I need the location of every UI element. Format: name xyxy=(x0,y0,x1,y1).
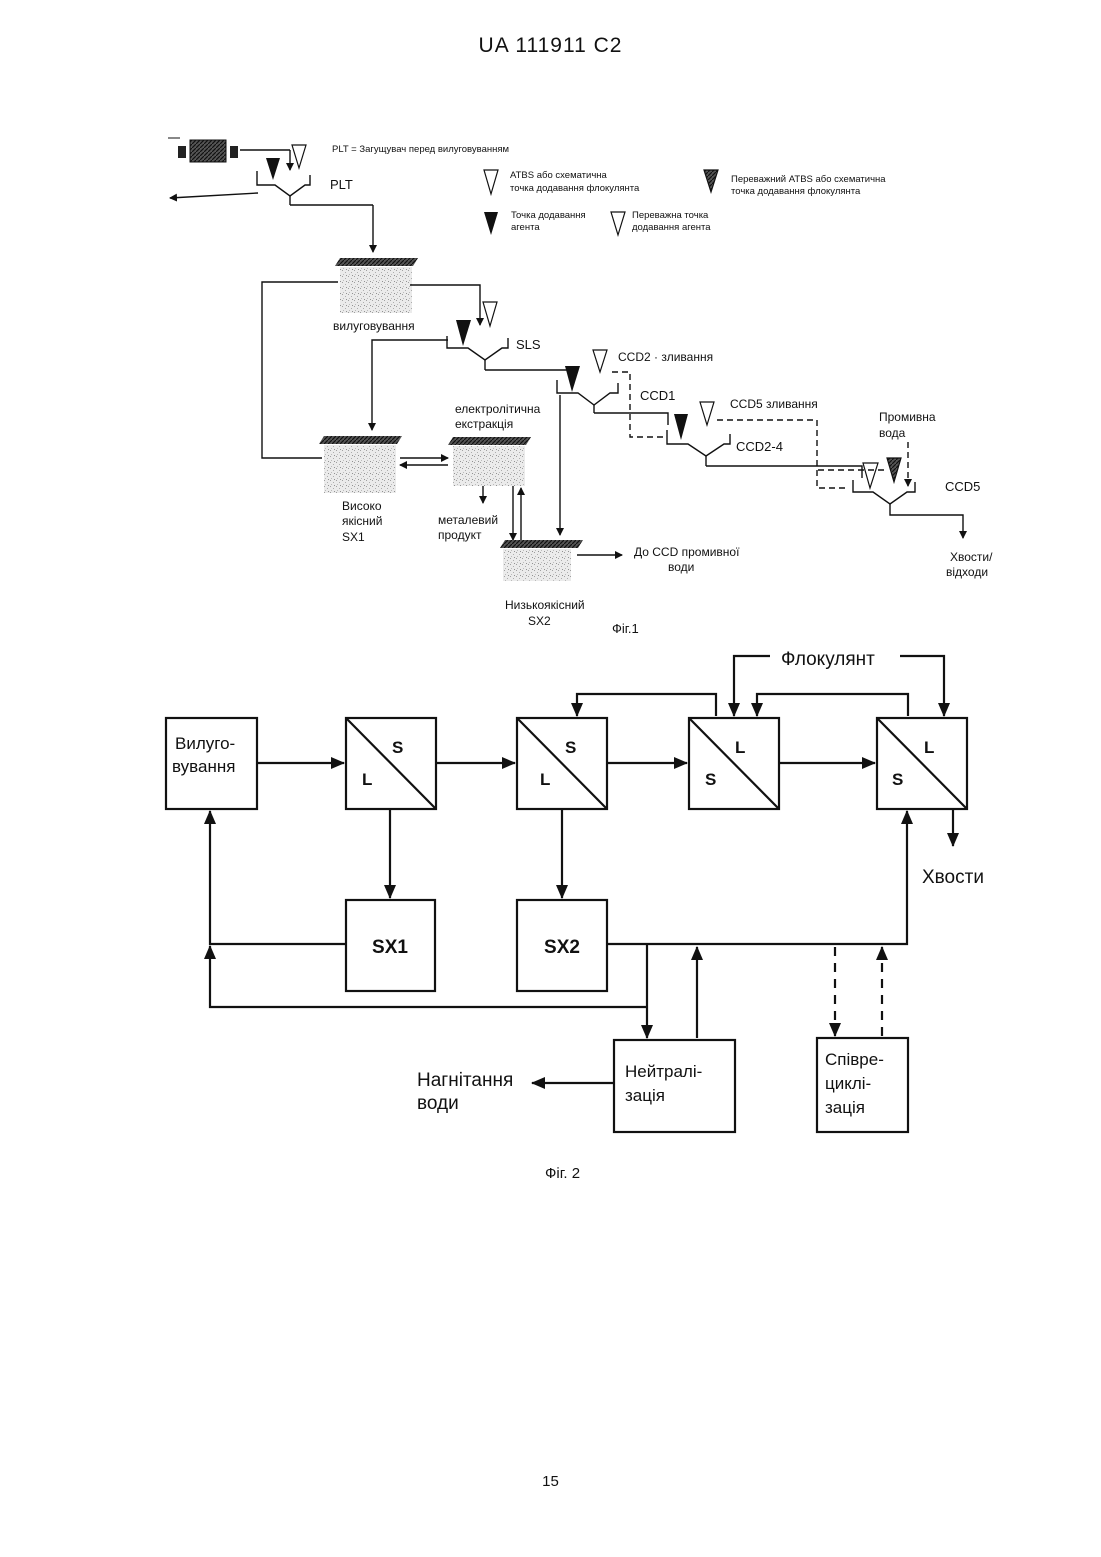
electrowinning-label-1: електролітична xyxy=(455,402,541,416)
ccd2-pour-label: CCD2 · зливання xyxy=(618,350,713,364)
separator-1-l: L xyxy=(362,770,372,789)
legend-agent-2: агента xyxy=(511,222,540,233)
separator-2-s: S xyxy=(565,738,576,757)
leach-box-label-2: вування xyxy=(172,757,235,776)
separator-4-s: S xyxy=(892,770,903,789)
legend-pref-agent-2: додавання агента xyxy=(632,222,711,233)
tails-label: Хвости xyxy=(922,867,984,888)
legend-preferred-flocculant-icon xyxy=(704,170,718,192)
wash-water-label-2: вода xyxy=(879,426,906,440)
legend-plt-def: PLT = Загущувач перед вилуговуванням xyxy=(332,144,509,155)
neutralization-label-1: Нейтралі- xyxy=(625,1062,702,1081)
tails-label-1: Хвости/ xyxy=(950,550,993,564)
ccd24-label: CCD2-4 xyxy=(736,439,783,454)
sx2-label-2: SX2 xyxy=(528,614,551,628)
separator-1-s: S xyxy=(392,738,403,757)
legend-pref-agent-1: Переважна точка xyxy=(632,210,709,221)
flocculant-point-icon xyxy=(292,145,306,168)
figure-1-caption: Фіг.1 xyxy=(612,621,639,636)
ccd1-label: CCD1 xyxy=(640,388,675,403)
legend: PLT = Загущувач перед вилуговуванням ATB… xyxy=(332,144,886,235)
ccd1-thickener xyxy=(557,350,668,535)
legend-flocculant-icon xyxy=(484,170,498,194)
separator-3-s: S xyxy=(705,770,716,789)
flocculant-point-icon xyxy=(700,402,714,425)
corecycle-label-1: Співре- xyxy=(825,1050,884,1069)
sx1-label-2: якісний xyxy=(342,514,382,528)
separator-4-l: L xyxy=(924,738,934,757)
separator-4: L S xyxy=(877,718,967,809)
leach-box-label-1: Вилуго- xyxy=(175,734,235,753)
metal-product-label-1: металевий xyxy=(438,513,498,527)
ccd5-label: CCD5 xyxy=(945,479,980,494)
corecycle-label-3: зація xyxy=(825,1098,865,1117)
separator-2: S L xyxy=(517,718,607,809)
water-injection-label-2: води xyxy=(417,1093,459,1114)
electrowinning-label-2: екстракція xyxy=(455,417,513,431)
flocculant-point-icon xyxy=(863,463,878,488)
separator-1: S L xyxy=(346,718,436,809)
legend-pref-atbs-1: Переважний ATBS або схематична xyxy=(731,174,886,185)
plt-label: PLT xyxy=(330,177,353,192)
water-injection-label-1: Нагнітання xyxy=(417,1070,513,1091)
metal-product-label-2: продукт xyxy=(438,528,482,542)
leach-label: вилуговування xyxy=(333,319,415,333)
legend-agent-icon xyxy=(484,212,498,235)
sx2-box-label: SX2 xyxy=(544,937,580,958)
separator-3: L S xyxy=(689,718,779,809)
ccd5-thickener xyxy=(816,442,963,538)
sx1-label-3: SX1 xyxy=(342,530,365,544)
flocculant-point-icon xyxy=(483,302,497,326)
preferred-flocculant-point-icon xyxy=(887,458,901,482)
legend-atbs-2: точка додавання флокулянта xyxy=(510,183,640,194)
agent-point-icon xyxy=(266,158,280,180)
sls-label: SLS xyxy=(516,337,541,352)
figure-1: PLT PLT = Загущувач перед вилуговуванням… xyxy=(168,138,993,636)
separator-3-l: L xyxy=(735,738,745,757)
legend-agent-1: Точка додавання xyxy=(511,210,586,221)
to-ccd-label-2: води xyxy=(668,560,694,574)
agent-point-icon xyxy=(565,366,580,392)
legend-atbs-1: ATBS або схематична xyxy=(510,170,608,181)
legend-pref-atbs-2: точка додавання флокулянта xyxy=(731,186,861,197)
leach-tank xyxy=(335,258,497,326)
agent-point-icon xyxy=(674,414,688,440)
ccd5-pour-label: CCD5 зливання xyxy=(730,397,818,411)
neutralization-label-2: зація xyxy=(625,1086,665,1105)
wash-water-label-1: Промивна xyxy=(879,410,936,424)
sx2-tank xyxy=(500,540,622,581)
sx1-box-label: SX1 xyxy=(372,937,408,958)
figure-2-caption: Фіг. 2 xyxy=(545,1165,580,1182)
sx1-tank xyxy=(319,436,402,493)
sx2-label-1: Низькоякісний xyxy=(505,598,585,612)
separator-2-l: L xyxy=(540,770,550,789)
figure-2: Флокулянт Вилуго- вування S L S L L xyxy=(166,649,984,1182)
tails-label-2: відходи xyxy=(946,565,988,579)
sx1-label-1: Високо xyxy=(342,499,382,513)
flocculant-point-icon xyxy=(593,350,607,372)
legend-preferred-agent-icon xyxy=(611,212,625,235)
page-number: 15 xyxy=(0,1473,1101,1490)
agent-point-icon xyxy=(456,320,471,346)
to-ccd-label-1: До CCD промивної xyxy=(634,545,740,559)
flocculant-label: Флокулянт xyxy=(781,649,875,670)
corecycle-label-2: циклі- xyxy=(825,1074,871,1093)
